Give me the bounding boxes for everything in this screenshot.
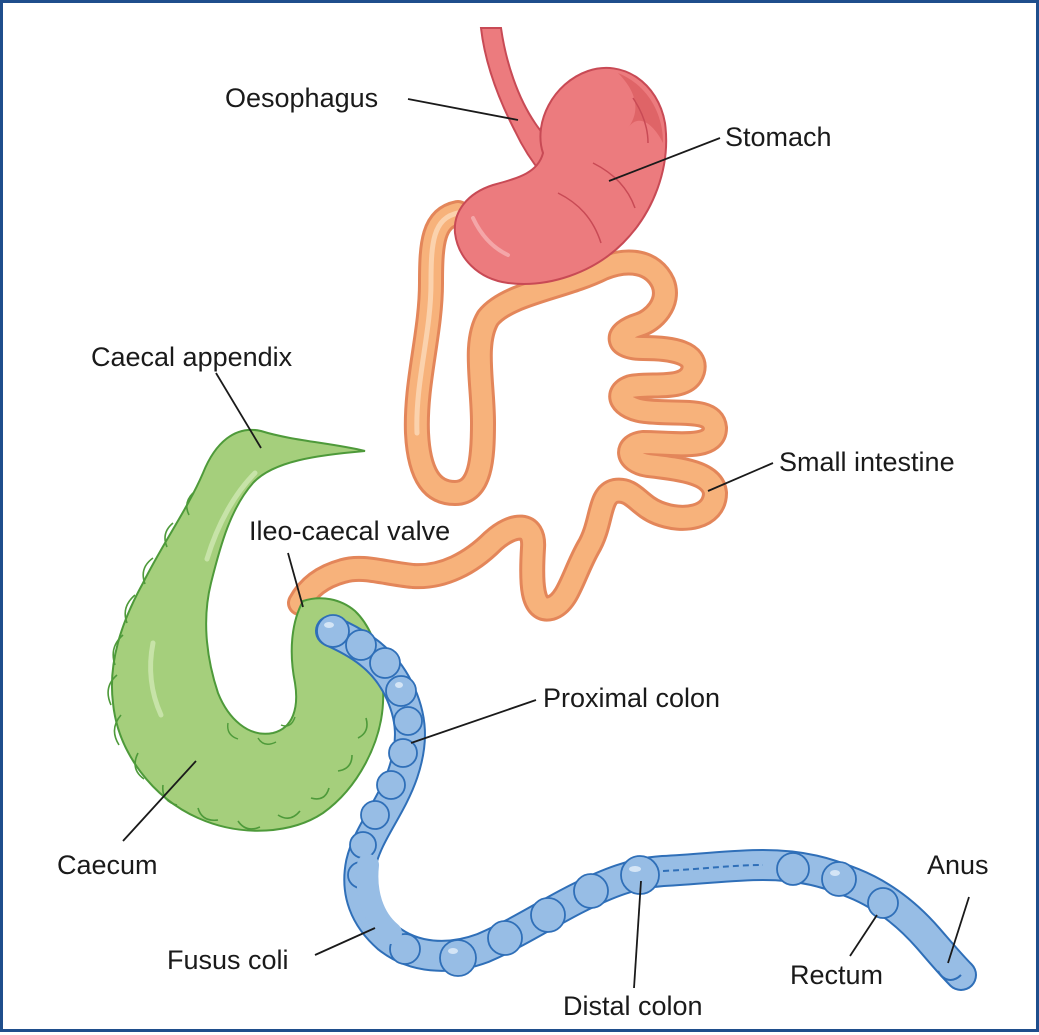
rectum-leader bbox=[849, 914, 878, 957]
label-caecal-appendix: Caecal appendix bbox=[91, 342, 293, 372]
digestive-tract-illustration bbox=[107, 27, 977, 991]
distal-colon-leader bbox=[633, 880, 642, 989]
stomach-shape bbox=[453, 66, 668, 285]
caecum-shape bbox=[107, 428, 385, 832]
label-rectum: Rectum bbox=[790, 960, 884, 990]
label-distal-colon: Distal colon bbox=[563, 991, 703, 1021]
proximal-colon-leader bbox=[410, 699, 537, 744]
label-anus: Anus bbox=[927, 850, 989, 880]
caecal-appendix-leader bbox=[215, 372, 262, 449]
ileo-caecal-valve-leader bbox=[287, 552, 304, 608]
label-caecum: Caecum bbox=[57, 850, 158, 880]
colon-shape bbox=[315, 614, 977, 991]
label-ileo-caecal-valve: Ileo-caecal valve bbox=[249, 516, 451, 546]
label-oesophagus: Oesophagus bbox=[225, 83, 379, 113]
oesophagus-leader bbox=[407, 98, 519, 121]
anus-leader bbox=[947, 896, 970, 964]
label-proximal-colon: Proximal colon bbox=[543, 683, 721, 713]
label-stomach: Stomach bbox=[725, 122, 832, 152]
small-intestine-leader bbox=[707, 462, 774, 492]
label-fusus-coli: Fusus coli bbox=[167, 945, 289, 975]
leader-lines bbox=[122, 98, 970, 989]
fusus-coli-leader bbox=[314, 927, 376, 956]
small-intestine-shape bbox=[287, 200, 728, 622]
stomach-leader bbox=[608, 137, 721, 182]
caecum-leader bbox=[122, 760, 197, 842]
label-small-intestine: Small intestine bbox=[779, 447, 955, 477]
